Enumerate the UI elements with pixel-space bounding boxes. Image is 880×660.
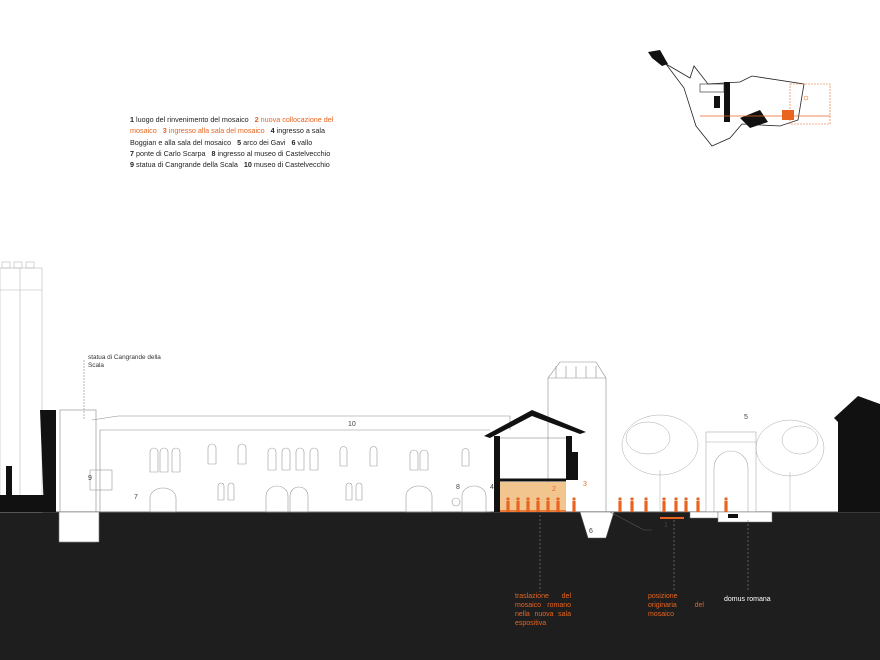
legend-num-1: 1 <box>130 115 134 124</box>
person-figure <box>674 497 678 512</box>
label-3: 3 <box>583 481 587 488</box>
label-6: 6 <box>589 528 593 535</box>
person-figure <box>696 497 700 512</box>
label-7: 7 <box>134 494 138 501</box>
label-2: 2 <box>552 486 556 493</box>
museum-building <box>91 415 511 513</box>
arco-dei-gavi <box>705 431 757 513</box>
person-figure <box>546 497 550 512</box>
legend-num-7: 7 <box>130 148 134 158</box>
legend-num-9: 9 <box>130 160 134 170</box>
person-figure <box>724 497 728 512</box>
domus-label: domus romana <box>724 596 771 603</box>
right-building <box>834 396 880 512</box>
legend-item-2: nuova collocazione del mosaico <box>130 115 334 136</box>
site-plan <box>648 50 831 147</box>
ground-slope <box>609 511 652 531</box>
person-figure <box>630 497 634 512</box>
legend-item-1: luogo del rinvenimento del mosaico <box>134 115 249 124</box>
person-figure <box>516 497 520 512</box>
legend-item-8: ingresso al museo di Castelvecchio <box>215 148 331 158</box>
trees <box>621 414 825 512</box>
label-9: 9 <box>88 475 92 482</box>
legend-num-5: 5 <box>237 137 242 147</box>
legend: 1 luogo del rinvenimento del mosaico 2 n… <box>130 114 340 170</box>
legend-num-3: 3 <box>162 126 167 136</box>
translation-label: traslazione del mosaico romano nella nuo… <box>515 593 571 627</box>
legend-item-10: museo di Castelvecchio <box>251 160 330 170</box>
people <box>506 497 728 512</box>
statue-label: statua di Cangrande della Scala <box>88 354 161 369</box>
left-walls <box>0 410 56 512</box>
legend-num-6: 6 <box>291 137 296 147</box>
label-1: 1 <box>664 522 668 529</box>
legend-num-4: 4 <box>270 126 275 136</box>
label-5: 5 <box>744 414 748 421</box>
legend-item-5: arco dei Gavi <box>241 137 286 147</box>
person-figure <box>662 497 666 512</box>
exhibition-hall <box>484 410 586 512</box>
legend-item-3: ingresso alla sala del mosaico <box>166 126 265 136</box>
person-figure <box>556 497 560 512</box>
legend-num-8: 8 <box>211 148 216 158</box>
legend-item-6: vallo <box>295 137 313 147</box>
person-figure <box>684 497 688 512</box>
legend-item-7: ponte di Carlo Scarpa <box>134 148 206 158</box>
vallo <box>579 511 615 539</box>
person-figure <box>526 497 530 512</box>
label-8: 8 <box>456 484 460 491</box>
person-figure <box>572 497 576 512</box>
person-figure <box>536 497 540 512</box>
label-10: 10 <box>348 421 356 428</box>
person-figure <box>644 497 648 512</box>
statue-base <box>58 511 100 543</box>
legend-num-2: 2 <box>254 115 259 124</box>
domus-romana <box>689 511 773 523</box>
person-figure <box>618 497 622 512</box>
leader-lines <box>539 515 749 592</box>
legend-num-10: 10 <box>243 160 252 170</box>
ground-mass <box>0 512 880 660</box>
original-position-label: posizione originaria del mosaico <box>648 593 704 618</box>
legend-item-9: statua di Cangrande della Scala <box>134 160 238 170</box>
label-4: 4 <box>490 484 494 491</box>
central-tower <box>547 361 607 512</box>
person-figure <box>506 497 510 512</box>
legend-item-4: ingresso a sala Boggian e alla sala del … <box>130 126 325 147</box>
